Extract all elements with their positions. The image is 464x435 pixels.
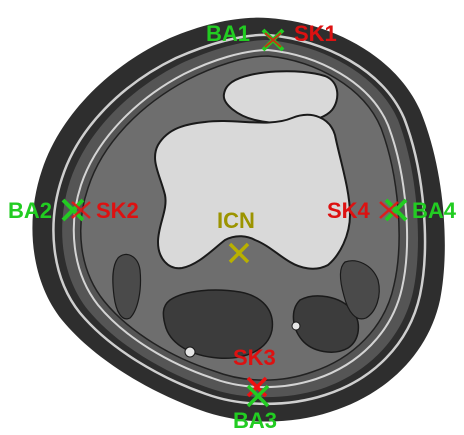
label-icn: ICN <box>217 208 255 233</box>
label-sk3: SK3 <box>233 345 276 370</box>
label-ba4: BA4 <box>412 198 457 223</box>
patella-bone <box>224 71 337 123</box>
label-ba3: BA3 <box>233 408 277 433</box>
label-sk2: SK2 <box>96 198 139 223</box>
label-ba1: BA1 <box>206 21 250 46</box>
label-sk1: SK1 <box>294 21 337 46</box>
label-sk4: SK4 <box>327 198 371 223</box>
vessel-dot <box>292 322 300 330</box>
vessel-dot <box>185 347 195 357</box>
label-ba2: BA2 <box>8 198 52 223</box>
